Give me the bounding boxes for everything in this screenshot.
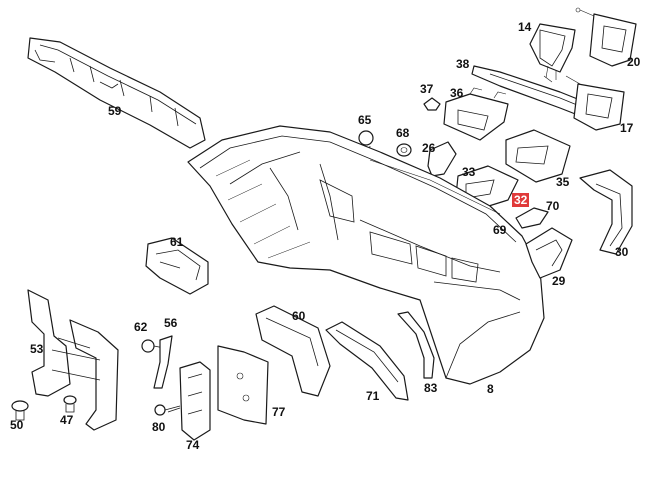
label-17[interactable]: 17 [620,121,634,135]
label-69[interactable]: 69 [493,223,507,237]
part-80-screw [154,404,181,416]
label-37[interactable]: 37 [420,82,434,96]
label-62[interactable]: 62 [134,320,148,334]
label-30[interactable]: 30 [615,245,629,259]
label-83[interactable]: 83 [424,381,438,395]
label-38[interactable]: 38 [456,57,470,71]
part-29-trim [525,227,573,279]
label-61[interactable]: 61 [170,235,184,249]
part-77-plate [217,345,269,425]
part-37-clip [423,97,441,111]
part-36-panel [443,87,509,141]
part-26-bracket [427,141,457,177]
part-20-bracket [575,7,637,67]
part-83-strip [397,311,435,379]
label-20[interactable]: 20 [627,55,641,69]
label-60[interactable]: 60 [292,309,306,323]
part-59-absorber [27,37,206,149]
part-14-bracket [529,23,576,83]
label-14[interactable]: 14 [518,20,532,34]
label-26[interactable]: 26 [422,141,436,155]
part-56-strap [153,335,173,389]
label-36[interactable]: 36 [450,86,464,100]
label-80[interactable]: 80 [152,420,166,434]
part-8-bumper-cover [187,125,545,385]
label-32-highlighted[interactable]: 32 [512,193,530,207]
part-68-nut [396,143,412,157]
label-77[interactable]: 77 [272,405,286,419]
part-62-bolt [141,339,165,353]
part-35-panel [505,129,571,183]
part-71-trim [325,321,409,401]
label-70[interactable]: 70 [546,199,560,213]
label-47[interactable]: 47 [60,413,74,427]
label-59[interactable]: 59 [108,104,122,118]
part-32-plate [515,207,549,229]
label-65[interactable]: 65 [358,113,372,127]
label-74[interactable]: 74 [186,438,200,452]
label-33[interactable]: 33 [462,165,476,179]
label-68[interactable]: 68 [396,126,410,140]
part-53-support [27,289,119,431]
label-71[interactable]: 71 [366,389,380,403]
part-30-side-trim [579,169,633,255]
label-53[interactable]: 53 [30,342,44,356]
part-61-block [145,237,209,295]
part-50-bolt [11,400,29,421]
label-8[interactable]: 8 [487,382,494,396]
label-50[interactable]: 50 [10,418,24,432]
part-47-bolt [63,395,77,413]
part-74-plate [179,361,211,441]
part-60-panel [255,305,331,397]
label-35[interactable]: 35 [556,175,570,189]
label-56[interactable]: 56 [164,316,178,330]
part-17-bracket [565,75,625,131]
label-29[interactable]: 29 [552,274,566,288]
